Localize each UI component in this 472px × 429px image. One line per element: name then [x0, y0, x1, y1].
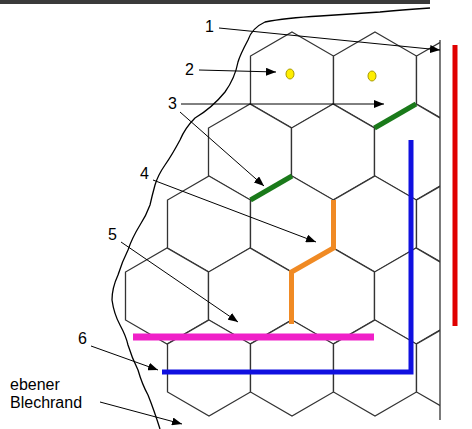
callout-number: 4	[140, 165, 149, 183]
wavy-sheet-outline	[112, 8, 430, 429]
yellow-dot	[286, 69, 294, 79]
honeycomb-cells	[126, 32, 441, 416]
leader-lines	[91, 28, 440, 424]
cut-edge	[439, 40, 440, 420]
callout-number: 1	[205, 18, 214, 36]
callout-number: 5	[108, 226, 117, 244]
callout-number: 2	[185, 61, 194, 79]
green-edge	[375, 104, 417, 128]
magenta-line	[133, 334, 374, 341]
photo-strip	[0, 0, 430, 4]
edge-label: ebener Blechrand	[10, 376, 98, 412]
orange-path	[292, 200, 334, 324]
red-line	[453, 45, 458, 326]
callout-number: 6	[78, 330, 87, 348]
blue-line	[162, 140, 411, 372]
yellow-dot	[368, 71, 376, 81]
callout-number: 3	[168, 95, 177, 113]
